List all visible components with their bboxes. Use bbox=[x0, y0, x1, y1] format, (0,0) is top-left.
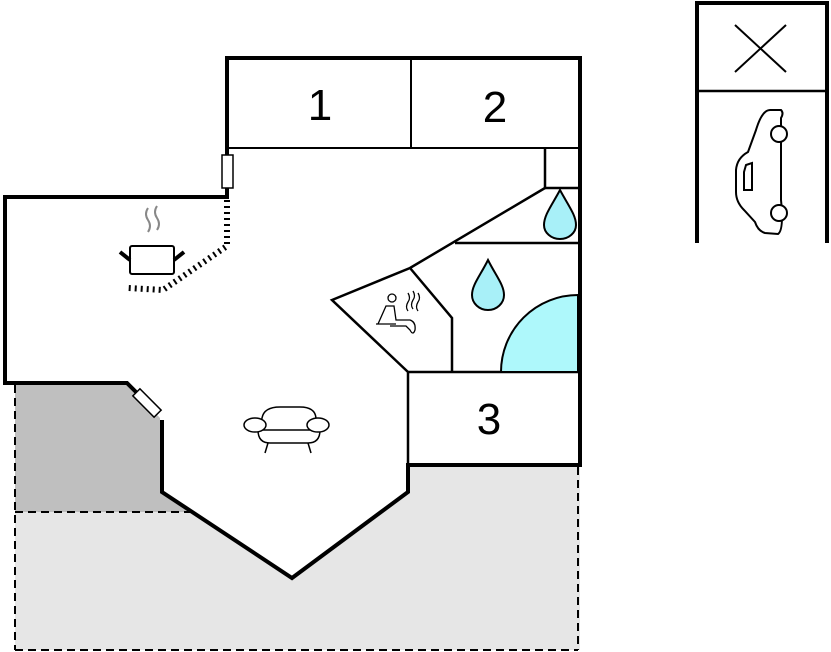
water-drop-icon bbox=[470, 257, 506, 311]
car-icon bbox=[735, 109, 788, 236]
door bbox=[131, 387, 163, 419]
cooking-pot-icon bbox=[118, 205, 186, 275]
exterior-wall-west bbox=[3, 188, 229, 394]
pool-icon bbox=[499, 293, 579, 373]
inner-walls bbox=[329, 148, 578, 465]
water-drop-icon bbox=[542, 187, 578, 240]
parking-area bbox=[695, 1, 829, 243]
room-label-3: 3 bbox=[477, 395, 501, 444]
sauna-icon bbox=[376, 290, 421, 334]
kitchen-half-wall bbox=[127, 200, 230, 294]
room-label-1: 1 bbox=[308, 81, 332, 130]
terrace-open bbox=[15, 465, 580, 650]
terrace-dashed-border bbox=[14, 385, 579, 651]
no-parking-x-icon bbox=[734, 24, 787, 73]
terrace-covered bbox=[15, 383, 192, 512]
room-label-2: 2 bbox=[483, 83, 507, 132]
armchair-icon bbox=[243, 406, 330, 454]
door bbox=[221, 154, 234, 189]
